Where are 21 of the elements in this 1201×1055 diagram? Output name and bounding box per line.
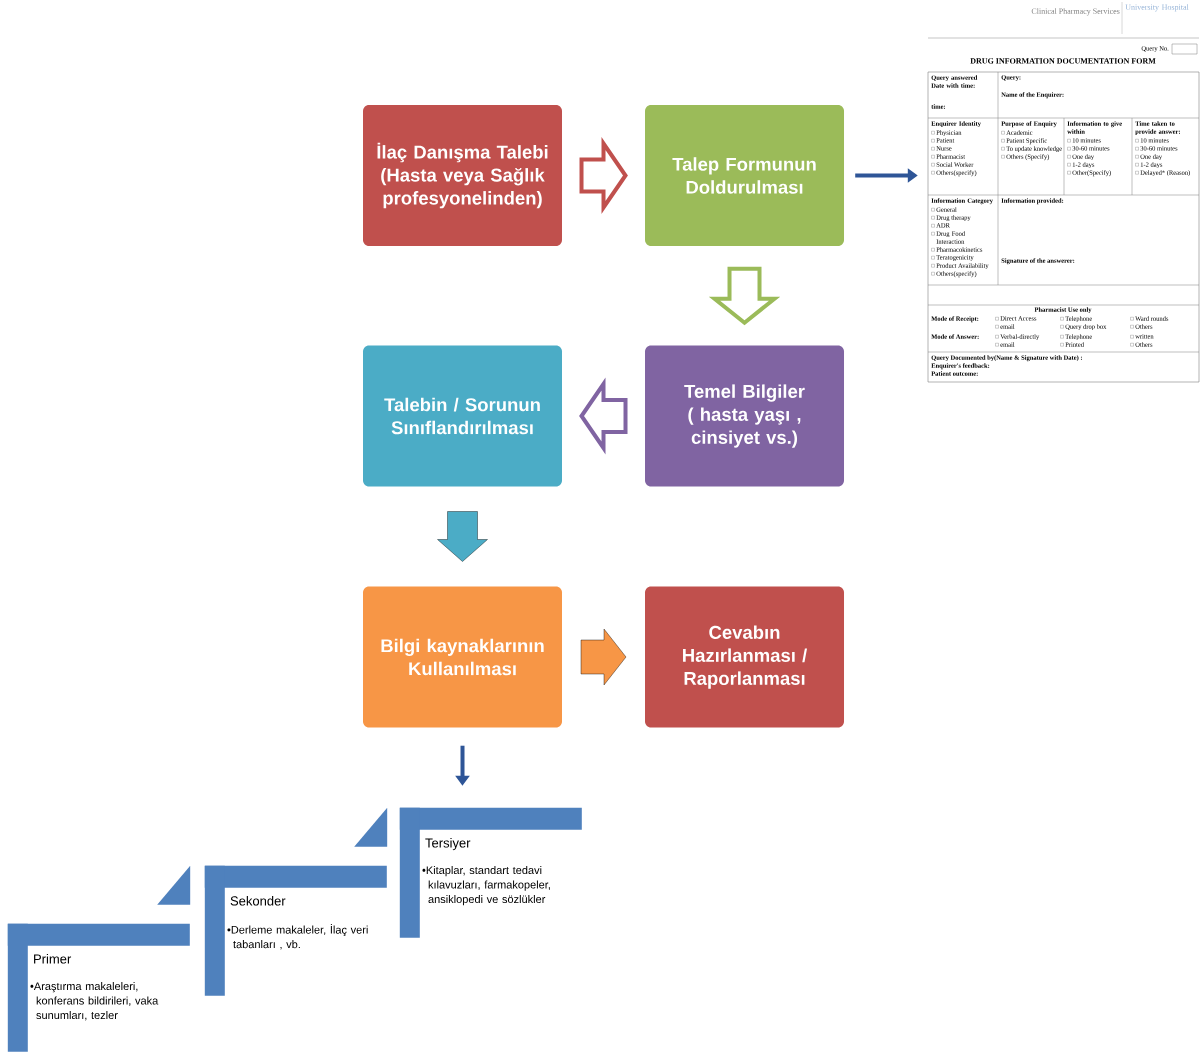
header-text: University Hospital [1125,4,1189,12]
node-label: Tersiyer [425,838,471,851]
arrow [437,511,488,562]
process-box: Bilgi kaynaklarının Kullanılması [363,586,562,728]
arrow [579,137,628,214]
node-label: •Araştırma makaleleri, konferans bildirileri, vaka sunumları, tezler [30,982,159,1021]
header-text: Clinical Pharmacy Services [1031,8,1120,16]
form-title: DRUG INFORMATION DOCUMENTATION FORM [970,58,1156,64]
arrow [580,628,627,686]
arrow [579,377,628,455]
node-label: •Derleme makaleler, İlaç veri tabanları , vb. [227,924,368,950]
process-box: Temel Bilgiler ( hasta yaşı , cinsiyet vs.) [645,345,844,487]
documentation-form [927,1,1200,383]
process-box: Talep Formunun Doldurulması [645,105,844,246]
node-label: Primer [34,954,72,964]
process-box: İlaç Danışma Talebi (Hasta veya Sağlık profesyonelinden) [363,105,562,246]
node-label: Sekonder [230,896,286,906]
process-box: Talebin / Sorunun Sınıflandırılması [363,345,562,487]
arrow [708,266,781,326]
node-label: •Kitaplar, standart tedavi kılavuzları, farmakopeler, ansiklopedi ve sözlükler [422,866,550,906]
process-box: Cevabın Hazırlanması / Raporlanması [645,586,844,728]
